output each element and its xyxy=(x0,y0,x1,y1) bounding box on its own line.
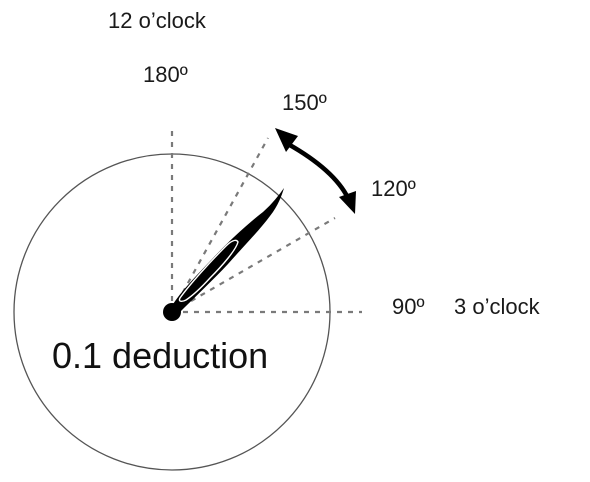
label-150-degrees: 150º xyxy=(282,90,327,115)
ref-line-120 xyxy=(171,217,336,313)
deduction-caption: 0.1 deduction xyxy=(52,335,269,376)
label-90-degrees: 90º xyxy=(392,294,425,319)
label-120-degrees: 120º xyxy=(371,176,416,201)
label-180-degrees: 180º xyxy=(143,62,188,87)
label-3-oclock: 3 o’clock xyxy=(454,294,540,319)
ref-line-150 xyxy=(171,137,269,313)
clock-hand-icon xyxy=(163,188,284,321)
curved-double-arrow-icon xyxy=(275,128,356,214)
label-12-oclock: 12 o’clock xyxy=(108,8,206,33)
